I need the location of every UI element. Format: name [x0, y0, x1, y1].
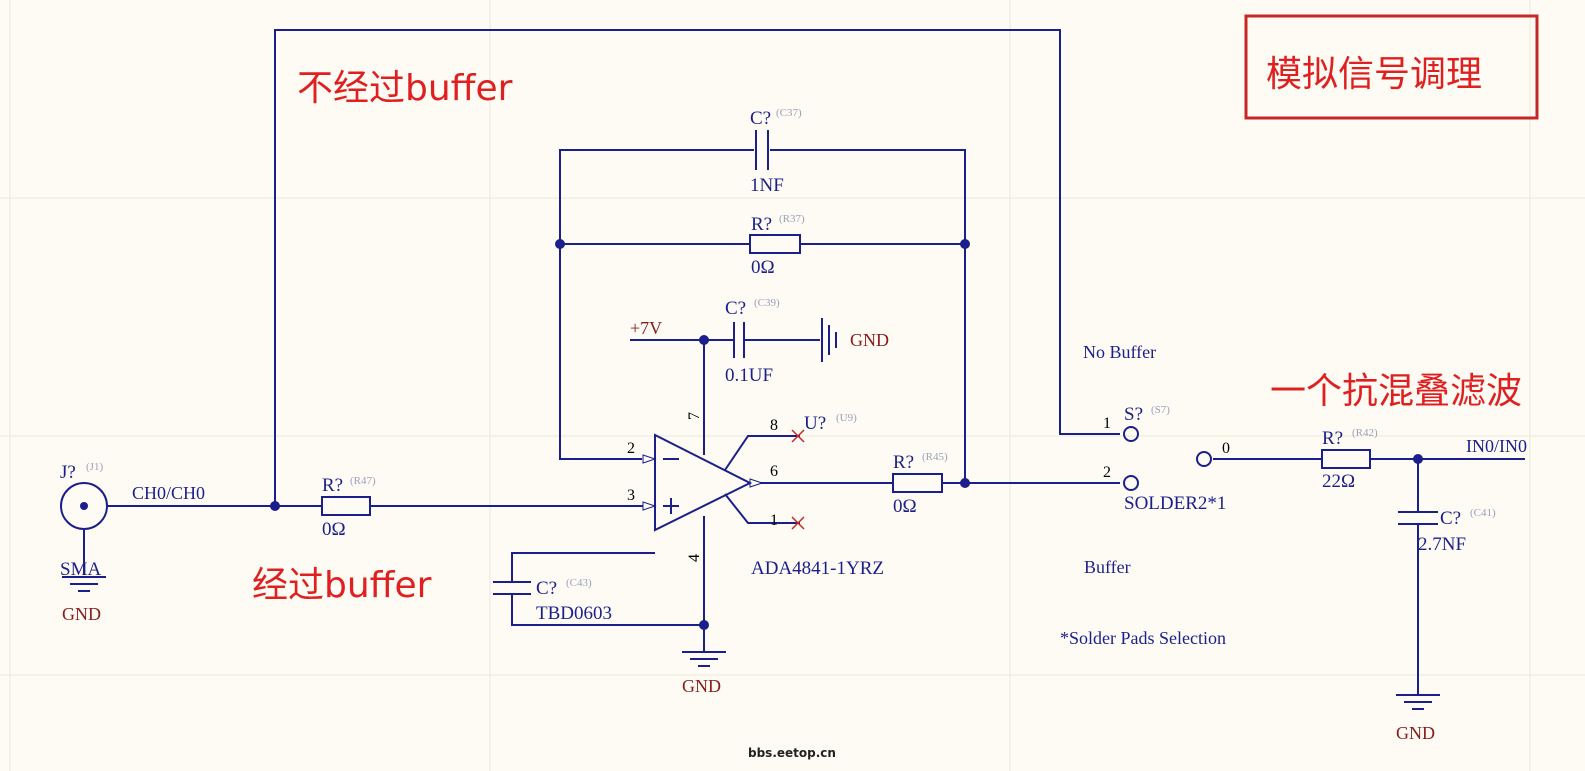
c39-ref: (C39) [754, 297, 780, 309]
title-text: 模拟信号调理 [1266, 54, 1482, 95]
u9-gnd-label: GND [682, 676, 721, 696]
r47-designator: R? [322, 475, 343, 496]
u9-pin-nc: 1 [770, 512, 778, 529]
u9-pin-inv: 2 [627, 440, 635, 457]
s7-pin1: 1 [1103, 415, 1111, 432]
r45-value: 0Ω [893, 496, 917, 517]
net-label-supply: +7V [630, 318, 662, 338]
junction-dot [960, 239, 970, 249]
resistor-r47[interactable]: R? (R47) 0Ω [321, 475, 376, 540]
u9-pin-pd: 8 [770, 417, 778, 434]
solder-pad[interactable] [1123, 475, 1139, 491]
solder-pad[interactable] [1196, 451, 1212, 467]
c41-gnd-label: GND [1396, 723, 1435, 743]
wires [83, 29, 1525, 695]
r42-designator: R? [1322, 428, 1343, 449]
ground-symbol [1396, 694, 1440, 710]
r45-designator: R? [893, 452, 914, 473]
c37-value: 1NF [750, 175, 784, 196]
capacitor-c39[interactable]: C? (C39) 0.1UF [725, 297, 780, 386]
r37-value: 0Ω [751, 257, 775, 278]
s7-pin2: 2 [1103, 464, 1111, 481]
junctions [270, 239, 1423, 630]
c39-gnd-label: GND [850, 330, 889, 350]
r37-designator: R? [751, 214, 772, 235]
note-solder-selection: *Solder Pads Selection [1060, 628, 1226, 648]
watermark: bbs.eetop.cn [748, 746, 836, 760]
c41-designator: C? [1440, 508, 1461, 529]
c41-ref: (C41) [1470, 507, 1496, 519]
solder-jumper-s7[interactable]: 1 2 0 S? (S7) SOLDER2*1 [1103, 404, 1230, 514]
r47-ref: (R47) [350, 475, 376, 487]
u9-ref: (U9) [836, 412, 857, 424]
c41-value: 2.7NF [1418, 534, 1466, 555]
junction-dot [699, 335, 709, 345]
j1-ref: (J1) [86, 461, 103, 473]
junction-dot [699, 620, 709, 630]
r42-value: 22Ω [1322, 471, 1355, 492]
resistor-r42[interactable]: R? (R42) 22Ω [1321, 427, 1378, 492]
note-buffer: Buffer [1084, 557, 1131, 577]
u9-part-number: ADA4841-1YRZ [751, 558, 884, 579]
c37-ref: (C37) [776, 107, 802, 119]
capacitor-c43[interactable]: C? (C43) TBD0603 [493, 577, 612, 624]
annotation-buffer: 经过buffer [252, 565, 432, 606]
connector-j1[interactable]: J? (J1) SMA GND [60, 461, 108, 624]
ground-symbol [821, 318, 837, 362]
capacitor-c41[interactable]: C? (C41) 2.7NF [1398, 507, 1496, 555]
note-no-buffer: No Buffer [1083, 342, 1156, 362]
ground-symbol [62, 576, 106, 592]
s7-value: SOLDER2*1 [1124, 493, 1226, 514]
j1-gnd-label: GND [62, 604, 101, 624]
solder-pad[interactable] [1123, 426, 1139, 442]
j1-value: SMA [60, 559, 101, 580]
resistor-r45[interactable]: R? (R45) 0Ω [892, 451, 948, 517]
u9-pin-vneg: 4 [686, 554, 703, 562]
u9-designator: U? [804, 413, 826, 434]
net-label-input: CH0/CH0 [132, 483, 205, 503]
u9-pin-noninv: 3 [627, 487, 635, 504]
u9-pin-vpos: 7 [686, 412, 703, 420]
junction-dot [270, 501, 280, 511]
net-label-output: IN0/IN0 [1466, 436, 1527, 456]
r45-ref: (R45) [922, 451, 948, 463]
capacitor-c37[interactable]: C? (C37) 1NF [750, 107, 802, 196]
c43-value: TBD0603 [536, 603, 612, 624]
title-box: 模拟信号调理 [1244, 14, 1539, 120]
s7-pin0: 0 [1222, 440, 1230, 457]
no-connect-marker [791, 429, 805, 530]
c37-designator: C? [750, 108, 771, 129]
r42-ref: (R42) [1352, 427, 1378, 439]
c43-designator: C? [536, 578, 557, 599]
ground-symbol [682, 651, 726, 667]
s7-ref: (S7) [1151, 404, 1170, 416]
junction-dot [555, 239, 565, 249]
s7-designator: S? [1124, 404, 1143, 425]
resistor-r37[interactable]: R? (R37) 0Ω [749, 213, 805, 278]
junction-dot [1413, 454, 1423, 464]
j1-designator: J? [60, 462, 76, 483]
r37-ref: (R37) [779, 213, 805, 225]
annotation-anti-alias: 一个抗混叠滤波 [1270, 371, 1522, 412]
annotation-no-buffer: 不经过buffer [297, 68, 513, 109]
c39-designator: C? [725, 298, 746, 319]
opamp-u9[interactable]: 2 3 7 4 8 6 1 U? (U9) ADA4841-1YRZ [627, 412, 884, 579]
c43-ref: (C43) [566, 577, 592, 589]
c39-value: 0.1UF [725, 365, 773, 386]
r47-value: 0Ω [322, 519, 346, 540]
junction-dot [960, 478, 970, 488]
u9-pin-out: 6 [770, 463, 778, 480]
